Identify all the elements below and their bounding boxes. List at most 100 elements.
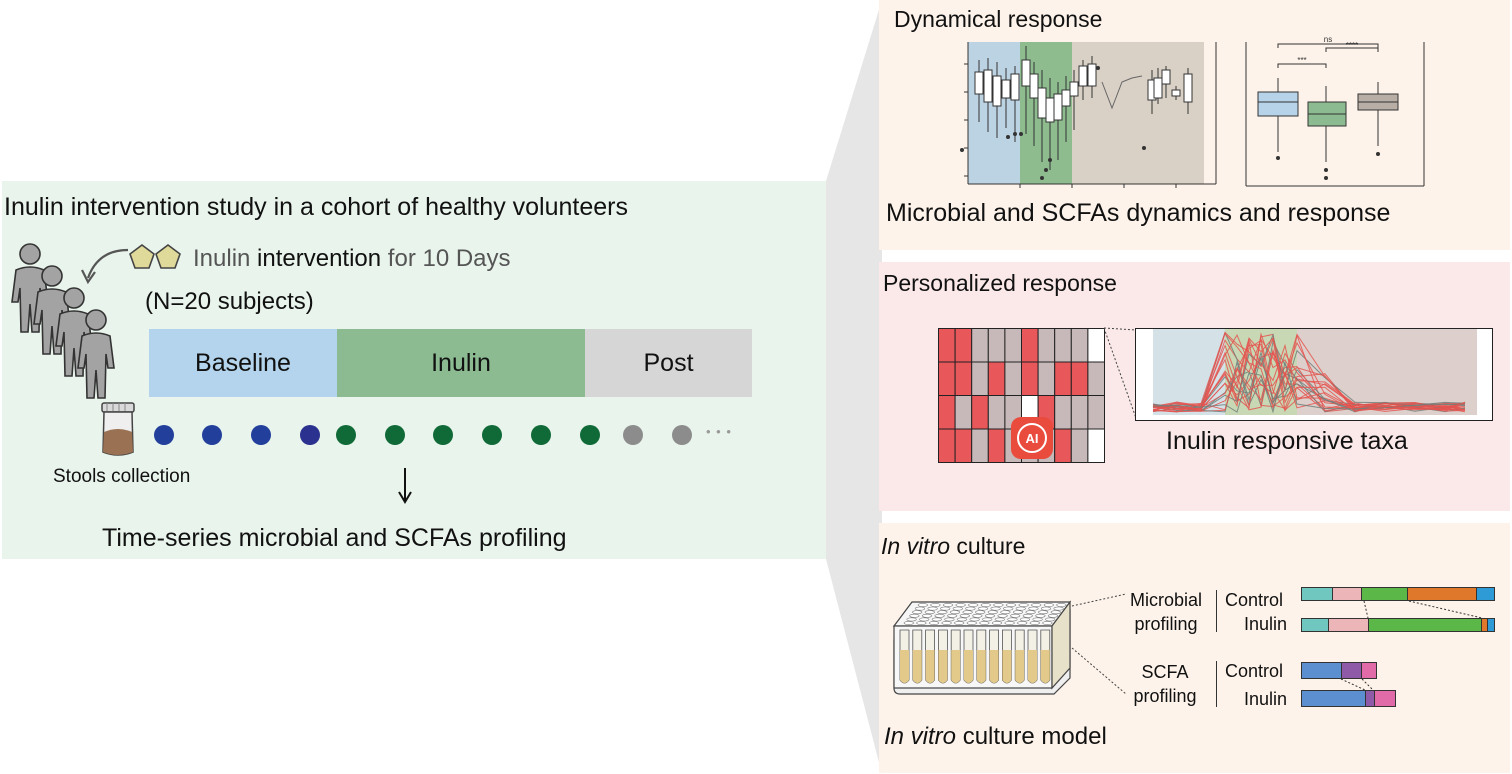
stool-collection-label: Stools collection: [53, 466, 191, 487]
microbial-bar-links: [1363, 600, 1483, 619]
scfa-control-bar: [1301, 662, 1377, 679]
well-culture: [976, 650, 986, 683]
plate-callout-lines: [1071, 593, 1127, 695]
timepoint-dot-baseline: [154, 425, 174, 445]
well-opening: [1047, 613, 1059, 618]
heatmap-cell: [1004, 361, 1023, 396]
heatmap-cell: [971, 395, 989, 430]
timepoint-dot-baseline: [202, 425, 222, 445]
scfa-label-line1: SCFA: [1141, 662, 1189, 682]
scfa-profiling-label: SCFA profiling: [1124, 660, 1206, 708]
group-boxplot: ns *** ****: [1245, 35, 1425, 187]
timepoint-dot-inulin: [531, 425, 551, 445]
well-opening: [969, 617, 980, 622]
well-opening: [980, 603, 991, 607]
well-opening: [1042, 621, 1053, 625]
heatmap-cell: [1070, 428, 1089, 463]
well-opening: [927, 606, 938, 611]
sig-3star: ***: [1297, 56, 1306, 65]
ai-badge: AI: [1011, 417, 1053, 459]
bar-segment: [1361, 588, 1408, 600]
in-vitro-model-italic: In vitro: [884, 723, 957, 750]
well-opening: [1010, 613, 1021, 618]
well-opening: [941, 621, 952, 625]
heatmap-cell: [938, 361, 956, 396]
heatmap-cell: [971, 428, 989, 463]
stool-jar-icon: [101, 402, 135, 456]
in-vitro-title-rest: culture: [956, 533, 1026, 559]
heatmap-cell: [987, 395, 1006, 430]
bar-segment: [1488, 619, 1494, 631]
well-culture: [925, 650, 935, 683]
ai-badge-label: AI: [1017, 423, 1047, 453]
well-opening: [956, 617, 968, 622]
timepoint-dot-inulin: [580, 425, 600, 445]
heatmap-cell: [1054, 328, 1072, 363]
well-opening: [924, 610, 935, 615]
in-vitro-title: In vitro culture: [881, 533, 1025, 560]
well-opening: [940, 606, 951, 611]
well-opening: [909, 613, 920, 618]
well-opening: [949, 610, 961, 615]
timepoint-dot-post: [672, 425, 692, 445]
people-icon: [11, 243, 115, 399]
phase-post: Post: [585, 329, 752, 397]
well-culture: [989, 650, 999, 683]
well-opening: [912, 610, 923, 615]
bar-segment: [1341, 663, 1362, 678]
heatmap-cell: [1054, 361, 1072, 396]
well-culture: [1002, 650, 1012, 683]
well-opening: [1028, 606, 1039, 611]
well-opening: [1035, 613, 1046, 618]
well-opening: [944, 617, 955, 622]
microbial-profiling-label: Microbial profiling: [1122, 588, 1210, 636]
well-opening: [928, 621, 940, 625]
well-opening: [917, 603, 928, 607]
well-opening: [919, 617, 930, 622]
scfa-control-label: Control: [1225, 661, 1284, 681]
scfa-label-line2: profiling: [1133, 686, 1197, 706]
scfa-bar-links: [1340, 678, 1374, 691]
heatmap-cell: [1070, 361, 1089, 396]
well-opening: [1053, 606, 1064, 611]
personalized-caption: Inulin responsive taxa: [1166, 427, 1408, 455]
heatmap-cell: [971, 361, 989, 396]
well-culture: [912, 650, 922, 683]
well-opening: [1029, 621, 1040, 625]
subject-count: (N=20 subjects): [145, 288, 314, 315]
well-opening: [921, 613, 933, 618]
well-opening: [984, 613, 996, 618]
microbial-label-line1: Microbial: [1129, 590, 1203, 610]
well-opening: [1040, 606, 1052, 611]
well-opening: [994, 617, 1005, 622]
well-opening: [954, 621, 965, 625]
well-opening: [993, 603, 1004, 607]
well-opening: [942, 603, 954, 607]
heatmap-cell: [938, 428, 956, 463]
intervention-label: Inulin intervention for 10 Days: [193, 245, 511, 273]
well-opening: [982, 617, 993, 622]
heatmap-cell: [1037, 328, 1056, 363]
well-opening: [906, 617, 917, 622]
bar-segment: [1361, 663, 1376, 678]
microbial-control-bar: [1301, 587, 1495, 601]
well-opening: [916, 621, 927, 625]
well-opening: [997, 613, 1008, 618]
bar-segment: [1328, 619, 1370, 631]
intervention-word-inulin: Inulin: [193, 245, 251, 272]
heatmap-cell: [954, 328, 973, 363]
heatmap-cell: [1087, 428, 1105, 463]
timepoint-dot-inulin: [482, 425, 502, 445]
scfa-inulin-bar: [1301, 690, 1396, 707]
well-opening: [1056, 603, 1067, 607]
well-opening: [1043, 603, 1054, 607]
heatmap-cell: [1070, 395, 1089, 430]
timepoint-dot-baseline: [251, 425, 271, 445]
timepoint-dot-inulin: [385, 425, 405, 445]
well-opening: [987, 610, 998, 615]
heatmap-cell: [987, 328, 1006, 363]
well-opening: [1004, 621, 1015, 625]
well-opening: [975, 610, 986, 615]
well-culture: [938, 650, 948, 683]
taxa-line-plot: [1135, 328, 1493, 421]
